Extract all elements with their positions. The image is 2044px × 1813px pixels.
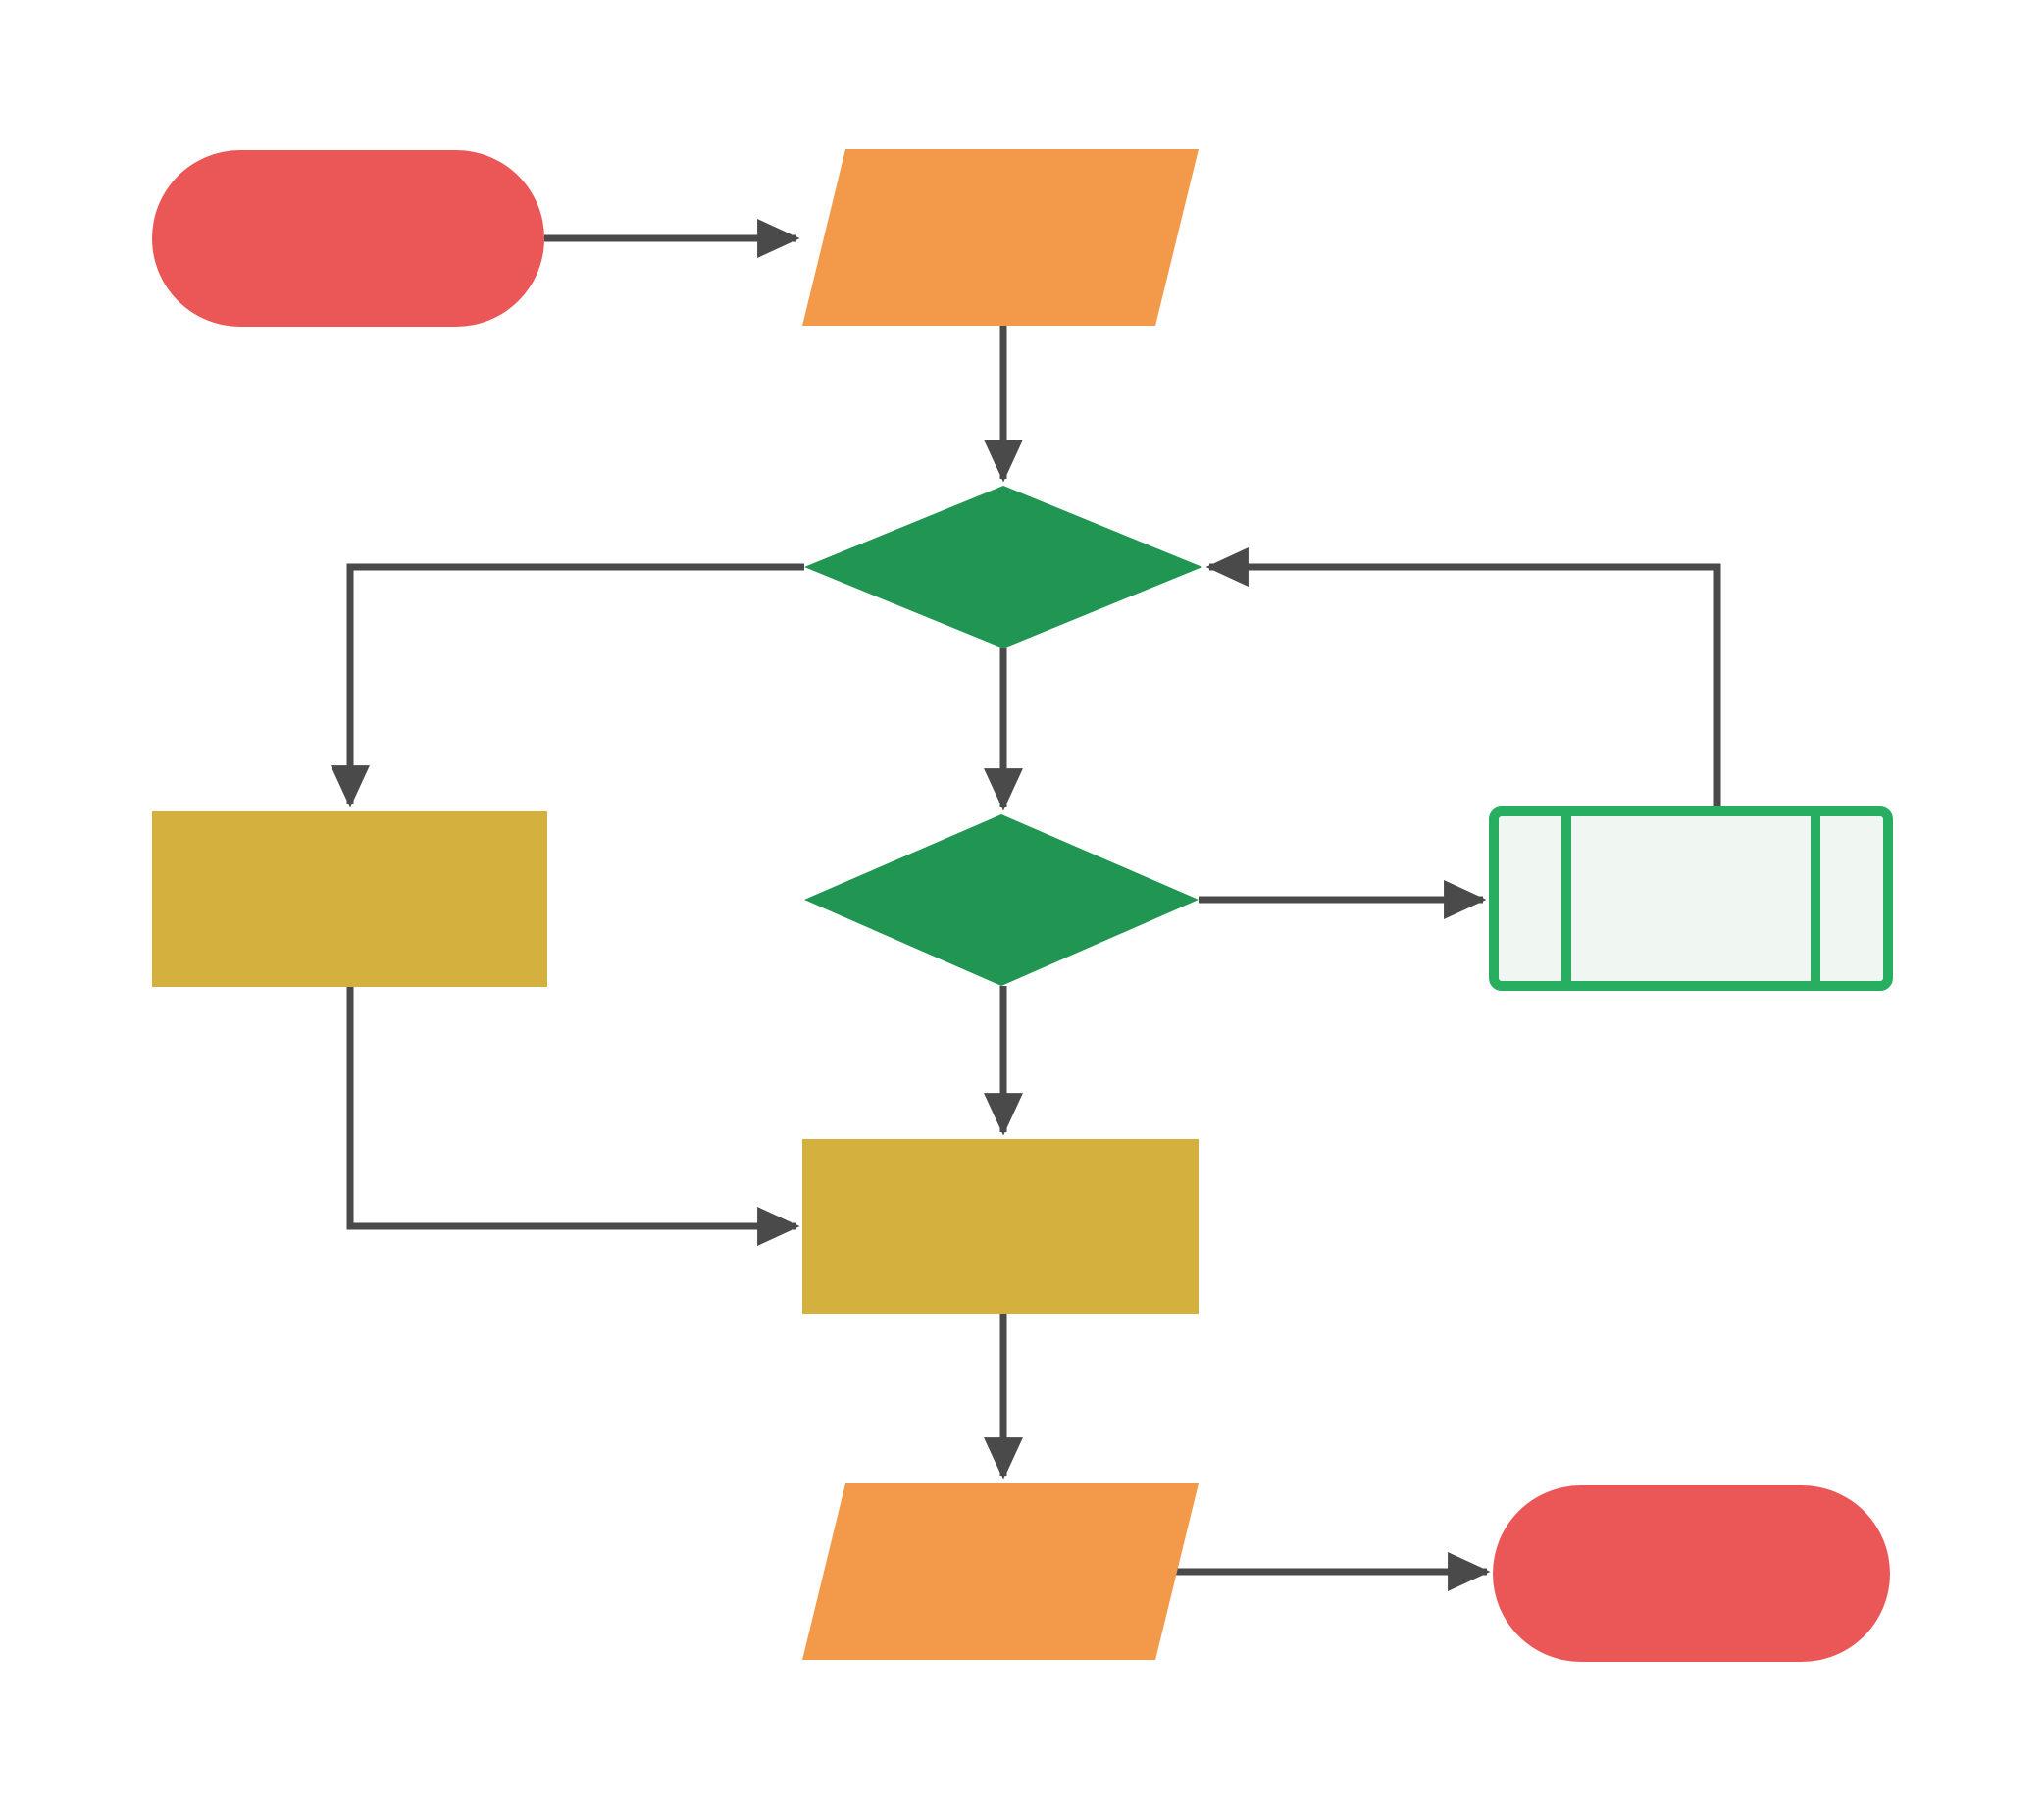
process-left-rect-shape[interactable]: [152, 811, 547, 987]
connector-decision1-to-process-left: [331, 563, 804, 808]
node-output[interactable]: [802, 1483, 1199, 1660]
subroutine-outer-shape[interactable]: [1489, 806, 1893, 991]
node-decision-1[interactable]: [804, 486, 1202, 648]
node-process-left[interactable]: [152, 811, 547, 987]
node-start[interactable]: [152, 150, 544, 327]
input-parallelogram-shape[interactable]: [802, 149, 1199, 326]
node-end[interactable]: [1493, 1485, 1890, 1662]
connector-layer: [331, 219, 1721, 1591]
start-terminator-shape[interactable]: [152, 150, 544, 327]
output-parallelogram-shape[interactable]: [802, 1483, 1199, 1660]
decision-2-diamond-shape[interactable]: [804, 814, 1199, 986]
node-subroutine[interactable]: [1489, 806, 1893, 991]
decision-1-diamond-shape[interactable]: [804, 486, 1202, 648]
end-terminator-shape[interactable]: [1493, 1485, 1890, 1662]
node-layer: [152, 149, 1893, 1662]
connector-subroutine-to-decision1: [1205, 547, 1721, 806]
process-center-rect-shape[interactable]: [802, 1139, 1199, 1314]
node-decision-2[interactable]: [804, 814, 1199, 986]
node-process-center[interactable]: [802, 1139, 1199, 1314]
connector-process-left-to-process-center: [346, 987, 800, 1246]
node-input[interactable]: [802, 149, 1199, 326]
